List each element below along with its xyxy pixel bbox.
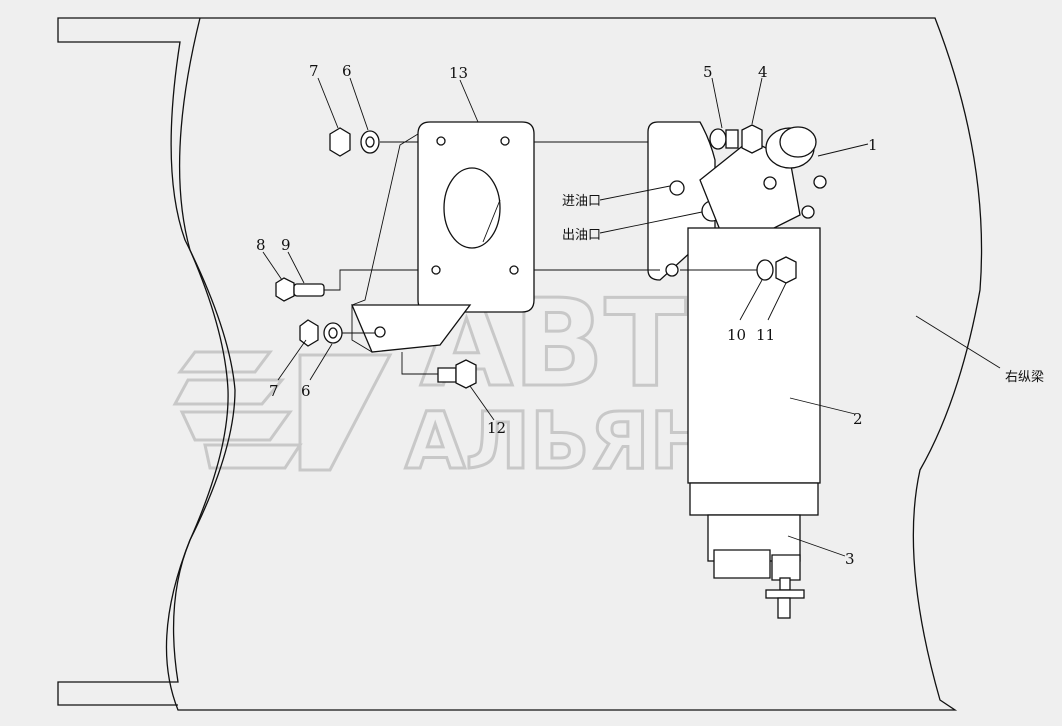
bracket-13 [351, 121, 535, 353]
callout-10: 10 [727, 326, 746, 344]
callout-13: 13 [449, 64, 468, 82]
spacer-5 [725, 129, 739, 149]
callout-6-top: 6 [342, 62, 352, 80]
callout-12: 12 [487, 419, 506, 437]
callout-6-lower: 6 [301, 382, 311, 400]
bushing-9 [293, 283, 325, 297]
assembly-axis-lines [324, 141, 757, 375]
callout-7-lower: 7 [269, 382, 279, 400]
inlet-port [669, 180, 685, 196]
frame-rail-outline [57, 17, 983, 711]
water-sensor-3 [713, 549, 805, 619]
washer-10 [756, 259, 774, 281]
callout-3: 3 [845, 550, 855, 568]
text-labels: 进油口 出油口 右纵梁 [562, 194, 1044, 385]
callout-9: 9 [281, 236, 291, 254]
label-inlet: 进油口 [562, 194, 601, 209]
callout-5: 5 [703, 63, 713, 81]
nut-7-lower [299, 319, 319, 347]
callout-2: 2 [853, 410, 863, 428]
washer-5 [709, 128, 727, 150]
filter-element-2 [687, 227, 821, 562]
nut-11 [775, 256, 797, 284]
label-frame-rail: 右纵梁 [1005, 370, 1044, 385]
bolt-4 [741, 124, 763, 154]
fasteners [275, 124, 797, 389]
callout-1: 1 [868, 136, 878, 154]
callouts: 7 6 13 5 4 1 8 9 10 11 7 6 12 2 3 [256, 62, 878, 568]
watermark-logo [172, 350, 393, 472]
callout-4: 4 [758, 63, 768, 81]
callout-11: 11 [756, 326, 775, 344]
callout-7-top: 7 [309, 62, 319, 80]
bolt-12 [437, 367, 457, 383]
label-outlet: 出油口 [562, 228, 601, 243]
callout-8: 8 [256, 236, 266, 254]
nut-7-top [329, 127, 351, 157]
leader-lines [262, 77, 1001, 557]
bolt-8 [275, 277, 295, 302]
